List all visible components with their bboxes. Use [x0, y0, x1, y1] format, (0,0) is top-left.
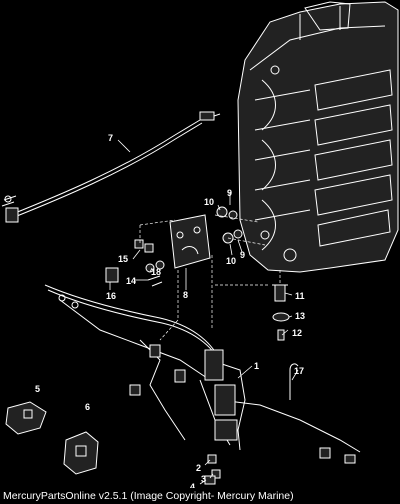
callout-10-lower: 10: [226, 256, 236, 266]
parts-small-hardware: [105, 239, 165, 287]
callout-5: 5: [35, 384, 40, 394]
callout-8: 8: [183, 290, 188, 300]
callout-10-upper: 10: [204, 197, 214, 207]
callout-labels: 1 2 3 4 5 6 7 8 9 9 10 10 11 12 13 14 15…: [35, 133, 305, 488]
block-ribs: [254, 79, 311, 251]
callout-15: 15: [118, 254, 128, 264]
callout-4: 4: [190, 482, 195, 488]
callout-16: 16: [106, 291, 116, 301]
part-5-connector: [5, 401, 47, 435]
exploded-parts-diagram: 1 2 3 4 5 6 7 8 9 9 10 10 11 12 13 14 15…: [1, 1, 399, 488]
part-17-tube: [289, 363, 299, 400]
callout-14: 14: [126, 276, 136, 286]
callout-13: 13: [295, 311, 305, 321]
callout-7: 7: [108, 133, 113, 143]
callout-12: 12: [292, 328, 302, 338]
part-8-bracket: [169, 214, 211, 269]
parts-9-10-fasteners: [216, 206, 243, 244]
part-1-main-harness: [44, 284, 361, 464]
part-6-connector: [63, 431, 99, 475]
copyright-footer: MercuryPartsOnline v2.5.1 (Image Copyrig…: [3, 490, 294, 502]
callout-6: 6: [85, 402, 90, 412]
assembly-lines: [139, 214, 281, 341]
cylinder-ports: [314, 69, 393, 247]
callout-11: 11: [295, 291, 305, 301]
callout-2: 2: [196, 463, 201, 473]
engine-block: [237, 1, 399, 273]
callout-9-upper: 9: [227, 188, 232, 198]
parts-2-3-4: [204, 454, 221, 485]
callout-9-lower: 9: [240, 250, 245, 260]
callout-17: 17: [294, 366, 304, 376]
leader-lines: [109, 139, 299, 485]
part-7-sensor-harness: [1, 111, 221, 223]
callout-18: 18: [151, 267, 161, 277]
callout-1: 1: [254, 361, 259, 371]
callout-3: 3: [201, 474, 206, 484]
